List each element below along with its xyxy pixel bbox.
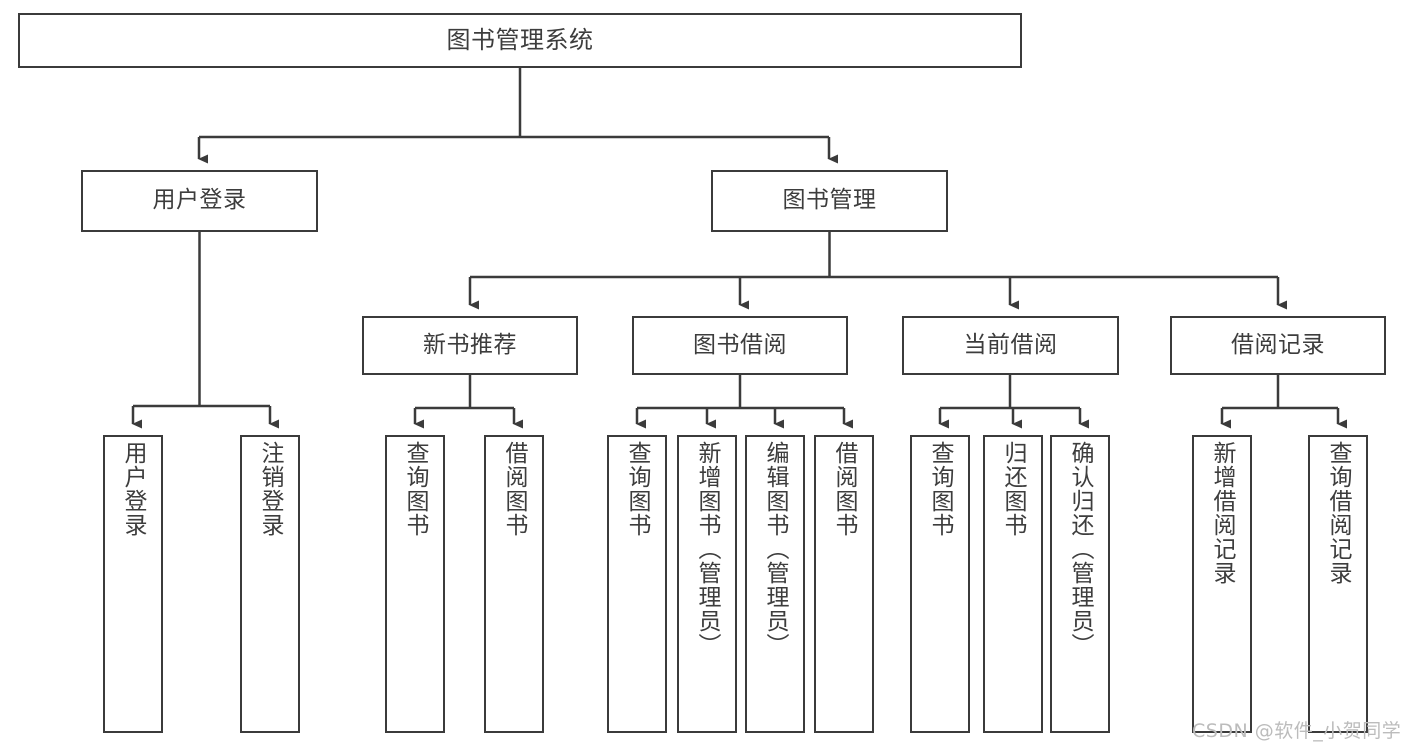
node-l2-当前借阅-2[interactable]: 当前借阅 — [902, 316, 1119, 375]
node-l2-借阅记录-3[interactable]: 借阅记录 — [1170, 316, 1386, 375]
node-label: 查询图书 — [927, 441, 954, 537]
node-l1-图书管理-1[interactable]: 图书管理 — [711, 170, 948, 232]
node-leaf-查询图书-2[interactable]: 查询图书 — [385, 435, 445, 733]
node-label: 新增借阅记录 — [1209, 441, 1236, 585]
node-label: 借阅图书 — [501, 441, 528, 537]
node-leaf-归还图书-9[interactable]: 归还图书 — [983, 435, 1043, 733]
node-leaf-注销登录-1[interactable]: 注销登录 — [240, 435, 300, 733]
node-label: 查询图书 — [402, 441, 429, 537]
node-label: 借阅记录 — [1231, 331, 1325, 358]
node-leaf-查询图书-4[interactable]: 查询图书 — [607, 435, 667, 733]
node-leaf-新增借阅记录-11[interactable]: 新增借阅记录 — [1192, 435, 1252, 733]
node-label: 当前借阅 — [963, 331, 1058, 358]
node-leaf-确认归还管理员-10[interactable]: 确认归还（管理员） — [1050, 435, 1110, 733]
node-label: 新书推荐 — [423, 331, 517, 358]
node-leaf-查询借阅记录-12[interactable]: 查询借阅记录 — [1308, 435, 1368, 733]
node-label: 图书管理 — [782, 187, 877, 214]
node-leaf-新增图书管理员-5[interactable]: 新增图书（管理员） — [677, 435, 737, 733]
node-label: 归还图书 — [1000, 441, 1027, 537]
node-label: 新增图书（管理员） — [694, 441, 721, 657]
node-leaf-借阅图书-3[interactable]: 借阅图书 — [484, 435, 544, 733]
node-label: 用户登录 — [120, 441, 147, 537]
node-label: 注销登录 — [257, 441, 284, 537]
node-l2-新书推荐-0[interactable]: 新书推荐 — [362, 316, 578, 375]
node-label: 借阅图书 — [831, 441, 858, 537]
node-label: 查询借阅记录 — [1325, 441, 1352, 585]
csdn-watermark: CSDN @软件_小贺同学 — [1192, 720, 1402, 742]
node-label: 编辑图书（管理员） — [762, 441, 789, 657]
node-label: 图书借阅 — [693, 331, 787, 358]
node-leaf-编辑图书管理员-6[interactable]: 编辑图书（管理员） — [745, 435, 805, 733]
node-label: 用户登录 — [152, 187, 247, 214]
node-root-book-management-system[interactable]: 图书管理系统 — [18, 13, 1022, 68]
node-label: 查询图书 — [624, 441, 651, 537]
node-l2-图书借阅-1[interactable]: 图书借阅 — [632, 316, 848, 375]
node-l1-用户登录-0[interactable]: 用户登录 — [81, 170, 318, 232]
node-leaf-用户登录-0[interactable]: 用户登录 — [103, 435, 163, 733]
node-root-label: 图书管理系统 — [446, 26, 594, 55]
node-label: 确认归还（管理员） — [1067, 441, 1094, 657]
node-leaf-借阅图书-7[interactable]: 借阅图书 — [814, 435, 874, 733]
node-leaf-查询图书-8[interactable]: 查询图书 — [910, 435, 970, 733]
